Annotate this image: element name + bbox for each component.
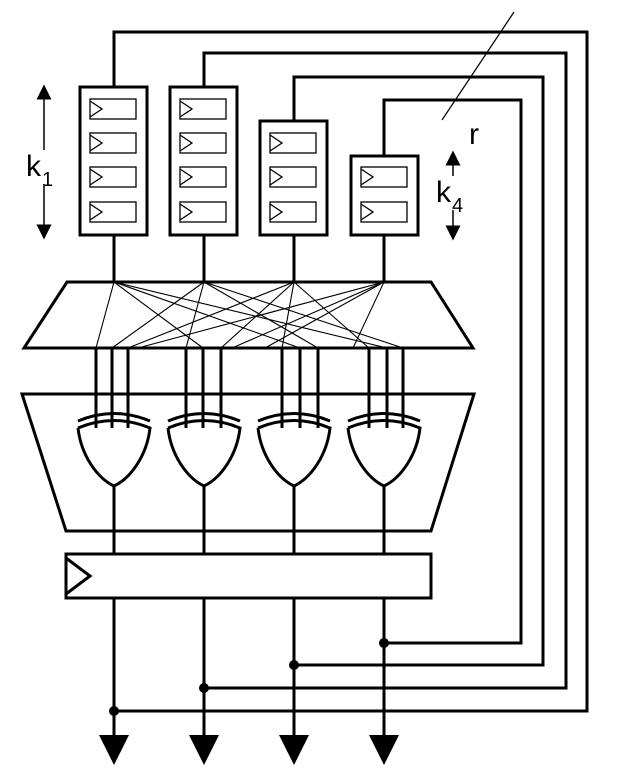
- r-label: r: [469, 118, 479, 151]
- shift-register-3: [258, 119, 329, 237]
- xor-layer: [19, 392, 477, 533]
- feedback-wire-2: [202, 51, 568, 690]
- output-arrows: [99, 598, 399, 765]
- xor-input-bundles: [94, 348, 405, 428]
- k4-label: k4: [436, 176, 464, 217]
- output-register: [64, 552, 433, 600]
- feedback-wire-1: [112, 30, 589, 713]
- bus-width-slash: [441, 11, 515, 121]
- shift-register-4: [349, 154, 420, 237]
- permutation-wires: [95, 281, 404, 349]
- shift-register-1: [78, 85, 149, 237]
- xor-gate-2: [166, 412, 242, 488]
- feedback-wire-4: [382, 98, 523, 645]
- xor-gate-3: [256, 412, 332, 488]
- xor-gate-1: [76, 412, 152, 488]
- k1-label: k1: [26, 150, 54, 191]
- shift-register-2: [168, 85, 239, 237]
- xor-gate-4: [346, 412, 422, 488]
- permutation-network: [21, 280, 476, 350]
- feedback-wire-3: [292, 75, 545, 667]
- junction-dots: [109, 638, 389, 716]
